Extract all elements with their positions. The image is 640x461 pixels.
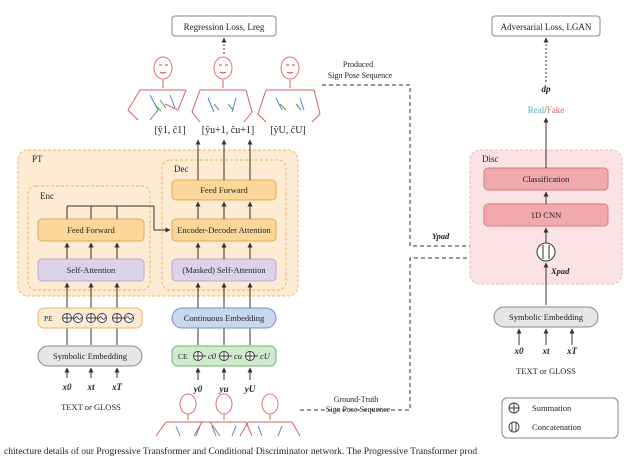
produced-label-line1: Produced [343,60,373,69]
pose-input-y0: y0 [193,384,203,394]
counter-cU: cU [260,351,271,361]
pt-symbolic-embedding-label: Symbolic Embedding [53,351,128,361]
output-u1: [ŷu+1, ĉu+1] [202,125,254,136]
pose-figure [127,56,187,121]
real-fake-label: Real/Fake [528,105,565,115]
output-U: [ŷU, ĉU] [270,125,306,136]
output-1: [ŷ1, ĉ1] [154,125,185,136]
dec-feed-forward-label: Feed Forward [200,185,248,195]
fake-label: Fake [547,105,565,115]
disc-title: Disc [482,154,499,164]
counter-c0: c0 [208,351,217,361]
disc-text-source: TEXT or GLOSS [516,366,576,376]
disc-symbolic-embedding-block [493,306,599,328]
pose-figure [155,393,221,437]
disc-input-xT: xT [566,346,578,356]
figure-caption: chitecture details of our Progressive Tr… [4,447,478,457]
adversarial-loss-box [491,15,601,37]
enc-self-attention-label: Self-Attention [67,265,116,275]
disc-arrows [516,117,575,345]
disc-input-xt: xt [541,346,550,356]
pe-label: PE [44,314,53,323]
encoder-container [27,185,151,291]
y-pad-label: Ypad [432,231,450,241]
encoder-title: Enc [40,191,54,201]
ground-truth-pose-sequence [155,393,301,437]
pose-figure [191,56,253,123]
dec-self-attention-label: (Masked) Self-Attention [182,265,266,275]
real-label: Real [528,105,545,115]
classification-label: Classification [523,174,570,184]
x-pad-label: Xpad [550,266,570,276]
ce-label: CE [178,352,188,361]
enc-feed-forward-label: Feed Forward [67,225,115,235]
counter-cu: cu [234,351,242,361]
pt-title: PT [32,154,43,164]
dp-label: dp [542,84,552,94]
pe-operators [62,313,134,323]
continuous-embedding-label: Continuous Embedding [184,313,265,323]
produced-pose-sequence [127,56,321,123]
dec-cross-attention-label: Encoder-Decoder Attention [177,225,271,235]
pose-input-yU: yU [244,384,256,394]
legend-concatenation-label: Concatenation [532,422,582,432]
cnn-label: 1D CNN [531,210,561,220]
pt-input-x0: x0 [62,382,73,392]
encoder-arrows [64,205,171,259]
legend-box [501,397,619,439]
pt-input-xt: xt [86,382,95,392]
legend-summation-icon [508,402,520,414]
pt-symbolic-embedding-block [37,345,143,367]
pt-input-xT: xT [111,382,123,392]
decoder-title: Dec [174,164,189,174]
decoder-arrows [195,139,253,259]
pose-input-yu: yu [219,384,229,394]
regression-loss-box [171,15,277,37]
adversarial-loss-label: Adversarial Loss, LGAN [501,22,592,32]
pt-text-source: TEXT or GLOSS [61,402,121,412]
pose-figure [239,393,301,437]
disc-input-x0: x0 [514,346,525,356]
disc-symbolic-embedding-label: Symbolic Embedding [509,312,584,322]
legend-concatenation-icon [508,421,520,433]
regression-loss-label: Regression Loss, Lreg [184,22,265,32]
produced-label-line2: Sign Pose Sequence [328,71,393,80]
ground-truth-label-line1: Ground-Truth [334,395,379,404]
real-fake-slash: / [544,105,547,115]
legend-summation-label: Summation [532,403,572,413]
concatenation-icon [536,242,556,262]
pose-figure [193,393,253,437]
pose-figure [257,56,321,123]
continuous-embedding-block [171,307,277,329]
